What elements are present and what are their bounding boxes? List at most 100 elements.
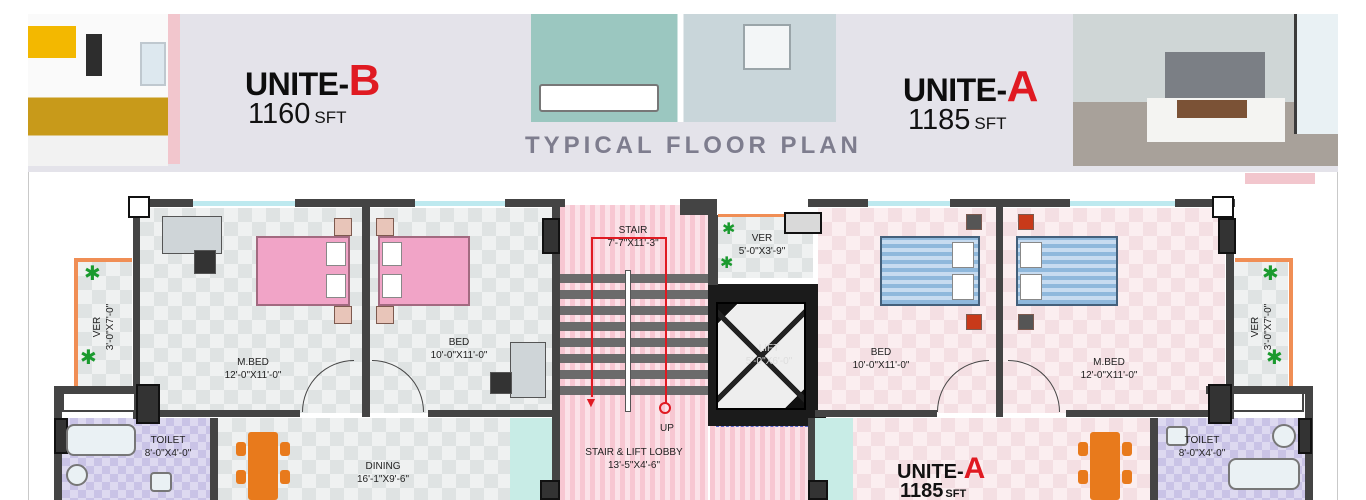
lobby-line: [716, 426, 808, 427]
stair-arrow-head: ▼: [584, 394, 598, 410]
left-bed-dims: 10'-0"X11'-0": [430, 350, 488, 361]
plant-icon: ✱: [84, 263, 101, 285]
stair-arrow-line: [665, 237, 667, 403]
plant-icon: ✱: [80, 347, 97, 369]
toilet-bowl: [66, 464, 88, 486]
column: [1212, 196, 1234, 218]
stair-step: [560, 386, 708, 395]
wall: [140, 410, 300, 417]
lobby-dims: 13'-5"X4'-6": [607, 460, 661, 471]
stair-step: [560, 306, 708, 315]
plant-icon: ✱: [1262, 263, 1279, 285]
bedroom-photo: [1073, 14, 1338, 166]
dining-chair: [280, 442, 290, 456]
column: [1208, 384, 1232, 424]
pink-accent-strip: [168, 14, 180, 164]
left-toilet-dims: 8'-0"X4'-0": [144, 448, 192, 459]
study-desk: [510, 342, 546, 398]
unit-a-letter: A: [1006, 62, 1039, 111]
left-mbed-dims: 12'-0"X11'-0": [224, 370, 282, 381]
right-ver-name: VER: [1250, 316, 1261, 338]
nightstand: [376, 306, 394, 324]
wall: [295, 199, 415, 207]
unit-b-letter: B: [348, 56, 381, 105]
top-ver-rail: [718, 214, 813, 217]
dining-chair: [1078, 470, 1088, 484]
stair-step: [560, 274, 708, 283]
wall: [1066, 410, 1226, 417]
bathroom-vanity: [539, 84, 659, 112]
dining-chair: [236, 470, 246, 484]
wall: [996, 207, 1003, 417]
right-bed-dims: 10'-0"X11'-0": [852, 360, 910, 371]
toilet-bowl: [1272, 424, 1296, 448]
unit-b-prefix: UNITE-: [245, 66, 349, 102]
right-mbed-dims: 12'-0"X11'-0": [1080, 370, 1138, 381]
desk-chair: [194, 250, 216, 274]
left-verandah: [78, 262, 132, 386]
lamp: [1018, 214, 1034, 230]
bathroom-photo: [531, 14, 836, 122]
dining-name: DINING: [365, 461, 401, 472]
dining-chair: [280, 470, 290, 484]
wall: [808, 418, 815, 500]
floor-plan: [28, 172, 1338, 500]
stair-step: [560, 290, 708, 299]
wall: [133, 199, 193, 207]
column: [128, 196, 150, 218]
bedroom-throw: [1177, 100, 1247, 118]
right-ver-dims: 3'-0"X7'-0": [1263, 303, 1274, 351]
study-desk: [162, 216, 222, 254]
stair-dims: 7'-7"X11'-3": [607, 238, 659, 249]
stair-divider: [625, 270, 631, 412]
lamp: [966, 214, 982, 230]
pillow: [952, 274, 974, 300]
pillow: [1020, 242, 1042, 268]
plan-unit-a-size-value: 1185: [900, 480, 944, 500]
stair-step: [560, 338, 708, 347]
left-mbed-name: M.BED: [237, 357, 269, 368]
unit-a-size-unit: SFT: [974, 114, 1007, 133]
dining-chair: [1122, 470, 1132, 484]
pillow: [326, 242, 346, 266]
pillow: [382, 274, 402, 298]
wash-basin: [1166, 426, 1188, 446]
plant-icon: ✱: [720, 255, 734, 272]
nightstand: [376, 218, 394, 236]
right-ver-rail: [1235, 258, 1289, 262]
wall: [552, 199, 560, 419]
dining-chair: [236, 442, 246, 456]
unit-b-size-unit: SFT: [314, 108, 347, 127]
column: [542, 218, 560, 254]
wall: [505, 199, 565, 207]
lift-name: LIFT: [758, 343, 780, 354]
window-right-mbed: [1070, 201, 1175, 206]
pillow: [1020, 274, 1042, 300]
pillow: [952, 242, 974, 268]
left-ver-name: VER: [92, 316, 103, 338]
plan-unit-a-title: UNITE-A: [897, 452, 985, 486]
stair-lobby-area: [560, 205, 708, 500]
stair-step: [560, 370, 708, 379]
stair-step: [560, 354, 708, 363]
dining-chair: [1078, 442, 1088, 456]
bedroom-window: [1294, 14, 1338, 134]
bathtub: [66, 424, 136, 456]
pillow: [326, 274, 346, 298]
wall: [1150, 418, 1158, 500]
right-toilet-dims: 8'-0"X4'-0": [1178, 448, 1226, 459]
plant-icon: ✱: [1266, 347, 1283, 369]
wall: [708, 215, 718, 285]
wall: [808, 199, 868, 207]
wall: [1289, 258, 1293, 388]
